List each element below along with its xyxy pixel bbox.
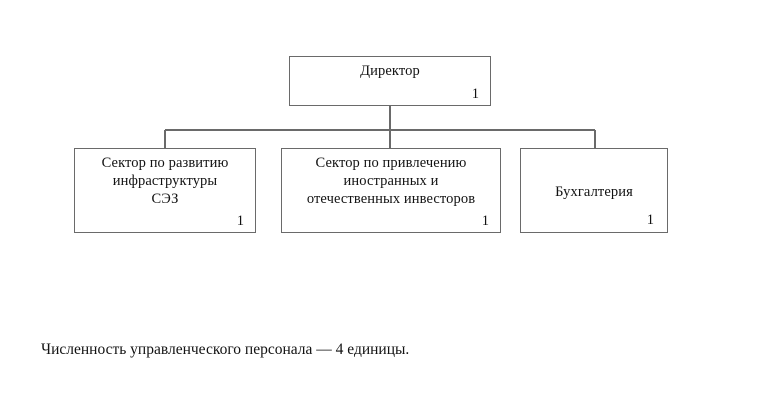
org-node-title: Сектор по привлечению иностранных и отеч…: [306, 155, 476, 208]
org-node-accounting: Бухгалтерия 1: [520, 148, 668, 233]
org-node-count: 1: [646, 211, 654, 228]
org-node-count: 1: [471, 85, 479, 102]
org-node-count: 1: [481, 212, 489, 229]
org-node-director: Директор 1: [289, 56, 491, 106]
org-node-title: Сектор по развитию инфраструктуры СЭЗ: [101, 155, 229, 208]
org-node-title: Бухгалтерия: [555, 183, 633, 200]
org-node-infrastructure: Сектор по развитию инфраструктуры СЭЗ 1: [74, 148, 256, 233]
org-node-title: Директор: [360, 63, 420, 79]
org-node-count: 1: [236, 212, 244, 229]
org-node-investors: Сектор по привлечению иностранных и отеч…: [281, 148, 501, 233]
chart-caption: Численность управленческого персонала — …: [41, 341, 410, 358]
